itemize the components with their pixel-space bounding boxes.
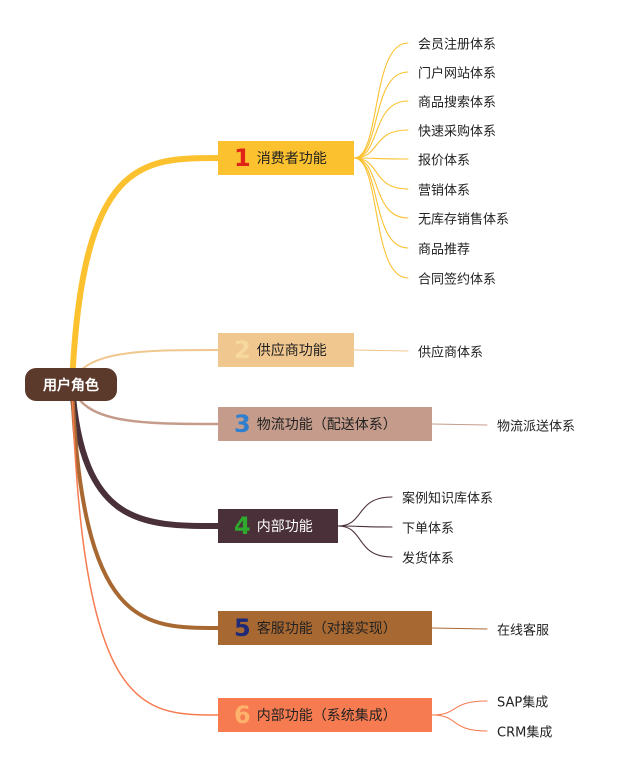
leaf-item[interactable]: 案例知识库体系 — [402, 491, 494, 507]
branch-label-1: 消费者功能 — [256, 151, 327, 167]
leaf-item[interactable]: 在线客服 — [497, 623, 550, 639]
leaf-connector-6-1 — [431, 700, 488, 716]
leaf-item[interactable]: 合同签约体系 — [418, 272, 497, 288]
leaf-item[interactable]: 商品推荐 — [418, 242, 471, 258]
leaf-item[interactable]: 门户网站体系 — [418, 66, 497, 82]
leaf-connector-1-7 — [353, 157, 409, 219]
leaf-item[interactable]: 报价体系 — [418, 153, 471, 169]
leaf-connector-5-1 — [431, 627, 488, 630]
branch-label-2: 供应商功能 — [256, 343, 327, 359]
leaf-item[interactable]: 供应商体系 — [418, 345, 484, 361]
branch-node-2[interactable]: 2 供应商功能 — [218, 333, 354, 367]
branch-label-6: 内部功能（系统集成） — [256, 708, 397, 724]
leaf-item[interactable]: CRM集成 — [497, 725, 553, 741]
branch-number-6: 6 — [234, 701, 251, 729]
branch-connector-1 — [69, 155, 221, 388]
branch-number-2: 2 — [234, 336, 251, 364]
leaf-connector-1-5 — [353, 157, 409, 160]
root-node[interactable]: 用户角色 — [25, 368, 117, 401]
branch-label-4: 内部功能 — [256, 519, 313, 535]
branch-node-3[interactable]: 3 物流功能（配送体系） — [218, 407, 432, 441]
branch-number-3: 3 — [234, 410, 251, 438]
leaf-connector-1-3 — [353, 100, 409, 159]
branch-number-5: 5 — [234, 614, 251, 642]
leaf-item[interactable]: 商品搜索体系 — [418, 95, 497, 111]
leaf-item[interactable]: 发货体系 — [402, 551, 455, 567]
leaf-item[interactable]: 快速采购体系 — [418, 124, 497, 140]
leaf-item[interactable]: 营销体系 — [418, 183, 471, 199]
leaf-item[interactable]: SAP集成 — [497, 695, 549, 711]
branch-node-5[interactable]: 5 客服功能（对接实现） — [218, 611, 432, 645]
leaf-connector-1-4 — [353, 129, 409, 159]
leaf-connector-6-2 — [431, 714, 488, 732]
branch-label-5: 客服功能（对接实现） — [256, 621, 397, 637]
leaf-connector-4-3 — [337, 525, 393, 558]
branch-connector-4 — [69, 382, 221, 529]
leaf-item[interactable]: 下单体系 — [402, 521, 455, 537]
leaf-connector-1-2 — [353, 71, 409, 159]
branch-number-1: 1 — [234, 144, 251, 172]
leaf-item[interactable]: 物流派送体系 — [497, 419, 576, 435]
root-label: 用户角色 — [43, 377, 99, 394]
leaf-connector-1-1 — [353, 42, 409, 159]
leaf-connector-2-1 — [353, 349, 409, 352]
leaf-connector-3-1 — [431, 423, 488, 426]
leaf-connector-1-9 — [353, 157, 409, 279]
branch-node-4[interactable]: 4 内部功能 — [218, 509, 338, 543]
branch-connector-6 — [71, 384, 219, 716]
branch-node-6[interactable]: 6 内部功能（系统集成） — [218, 698, 432, 732]
leaf-connector-4-2 — [337, 525, 393, 528]
leaf-item[interactable]: 无库存销售体系 — [418, 212, 510, 228]
branch-number-4: 4 — [234, 512, 251, 540]
branch-node-1[interactable]: 1 消费者功能 — [218, 141, 354, 175]
branch-connector-5 — [70, 383, 220, 630]
leaf-connector-4-1 — [337, 496, 393, 527]
leaf-connector-1-6 — [353, 157, 409, 190]
leaf-item[interactable]: 会员注册体系 — [418, 37, 497, 53]
branch-label-3: 物流功能（配送体系） — [256, 417, 397, 433]
